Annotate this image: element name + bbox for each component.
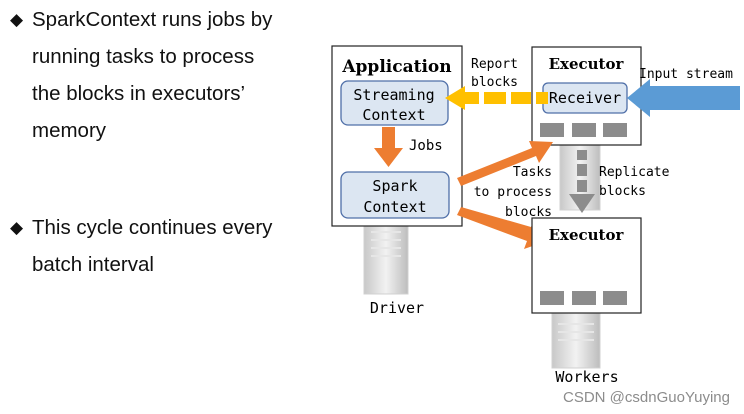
- report-blocks-line-1: Report: [471, 57, 518, 72]
- replicate-blocks-line-2: blocks: [599, 184, 646, 199]
- tasks-arrow-to-top-executor: [457, 141, 553, 186]
- memory-block-top-2: [572, 123, 596, 137]
- input-stream-arrow: [627, 79, 740, 117]
- csdn-watermark: CSDN @csdnGuoYuying: [563, 389, 730, 406]
- executor-bottom-title: Executor: [549, 226, 625, 244]
- streaming-context-line-2: Context: [362, 106, 425, 124]
- input-stream-label: Input stream: [639, 67, 733, 82]
- bullet-list: ◆ SparkContext runs jobs by running task…: [0, 0, 310, 414]
- bullet-2-line-2: batch interval: [32, 253, 154, 276]
- driver-server-icon: [363, 221, 409, 295]
- streaming-context-line-1: Streaming: [353, 86, 434, 104]
- memory-block-top-3: [603, 123, 627, 137]
- memory-block-bottom-2: [572, 291, 596, 305]
- memory-block-bottom-1: [540, 291, 564, 305]
- tasks-label-line-1: Tasks: [513, 165, 552, 180]
- report-blocks-line-2: blocks: [471, 75, 518, 90]
- jobs-arrow: [374, 127, 403, 167]
- replicate-blocks-line-1: Replicate: [599, 165, 670, 180]
- application-title: Application: [341, 57, 451, 77]
- bullet-item-2: ◆ This cycle continues every batch inter…: [10, 209, 310, 283]
- diamond-bullet-icon: ◆: [10, 10, 24, 29]
- spark-context-line-2: Context: [363, 198, 426, 216]
- tasks-label-line-3: blocks: [505, 205, 552, 220]
- executor-top-title: Executor: [549, 55, 625, 73]
- tasks-arrow-to-bottom-executor: [457, 207, 550, 249]
- report-blocks-arrow: [445, 86, 548, 110]
- worker-server-icon-bottom: [551, 311, 601, 369]
- diamond-bullet-icon: ◆: [10, 218, 24, 237]
- bullet-1-line-1: SparkContext runs jobs by: [32, 8, 273, 31]
- spark-context-box: [340, 171, 450, 219]
- memory-block-bottom-3: [603, 291, 627, 305]
- spark-context-line-1: Spark: [372, 177, 417, 195]
- bullet-1-line-3: the blocks in executors’: [32, 82, 246, 105]
- receiver-label: Receiver: [549, 89, 621, 107]
- bullet-1-line-4: memory: [32, 119, 107, 142]
- streaming-context-box: [340, 80, 449, 126]
- bullet-2-line-1: This cycle continues every: [32, 216, 273, 239]
- workers-label: Workers: [555, 368, 618, 386]
- replicate-blocks-arrow: [569, 150, 595, 213]
- bullet-1-line-2: running tasks to process: [32, 45, 255, 68]
- jobs-label: Jobs: [409, 138, 443, 154]
- driver-label: Driver: [370, 299, 424, 317]
- memory-block-top-1: [540, 123, 564, 137]
- bullet-item-1: ◆ SparkContext runs jobs by running task…: [10, 1, 310, 149]
- tasks-label-line-2: to process: [474, 185, 552, 200]
